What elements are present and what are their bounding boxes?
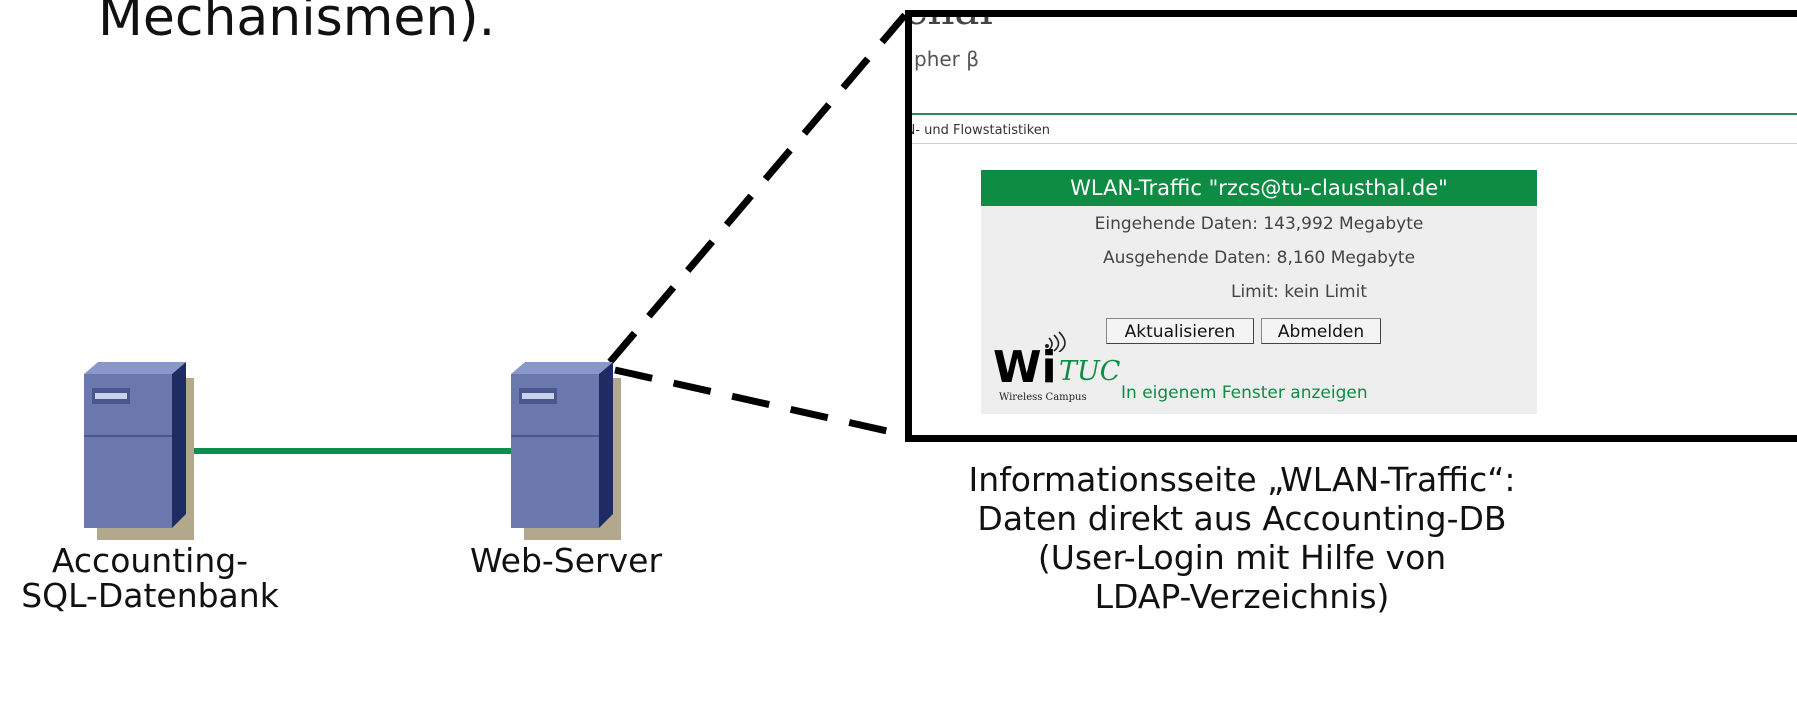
web-server-label: Web-Server [469,541,663,580]
panel-title: WLAN-Traffic "rzcs@tu-clausthal.de" [981,170,1537,206]
logo-wi: Wi [993,342,1057,393]
wifi-icon [1045,331,1066,352]
open-in-window-link[interactable]: In eigenem Fenster anzeigen [1121,383,1368,403]
slide-heading: Mechanismen). [98,0,496,48]
traffic-panel: WLAN-Traffic "rzcs@tu-clausthal.de" Eing… [981,170,1537,414]
header-rule [912,113,1797,115]
screenshot-caption: Informationsseite „WLAN-Traffic“: Daten … [942,460,1542,616]
db-server-label-text: Accounting- SQL-Datenbank [21,541,279,615]
site-subtitle: pher β [914,47,980,71]
outgoing-data: Ausgehende Daten: 8,160 Megabyte [1102,248,1416,268]
db-server-icon [84,362,194,540]
logo-subtitle: Wireless Campus [999,392,1087,403]
logo-tuc: TUC [1059,356,1121,387]
site-title: ciiai [912,17,993,34]
logout-button[interactable]: Abmelden [1261,318,1381,344]
breadcrumb[interactable]: iN- und Flowstatistiken [905,123,1051,138]
limit-info: Limit: kein Limit [1230,282,1368,302]
db-server-label: Accounting- SQL-Datenbank [0,541,300,615]
incoming-data: Eingehende Daten: 143,992 Megabyte [1094,214,1424,234]
screenshot-caption-text: Informationsseite „WLAN-Traffic“: Daten … [968,460,1516,616]
zoom-line-bottom [614,366,906,439]
nav-divider [912,143,1797,144]
witucc-logo: Wi TUC Wireless Campus [993,330,1133,410]
zoom-line-top [607,12,908,365]
refresh-button[interactable]: Aktualisieren [1106,318,1254,344]
wlan-traffic-screenshot: ciiai pher β iN- und Flowstatistiken WLA… [905,10,1797,442]
web-server-icon [511,362,621,540]
